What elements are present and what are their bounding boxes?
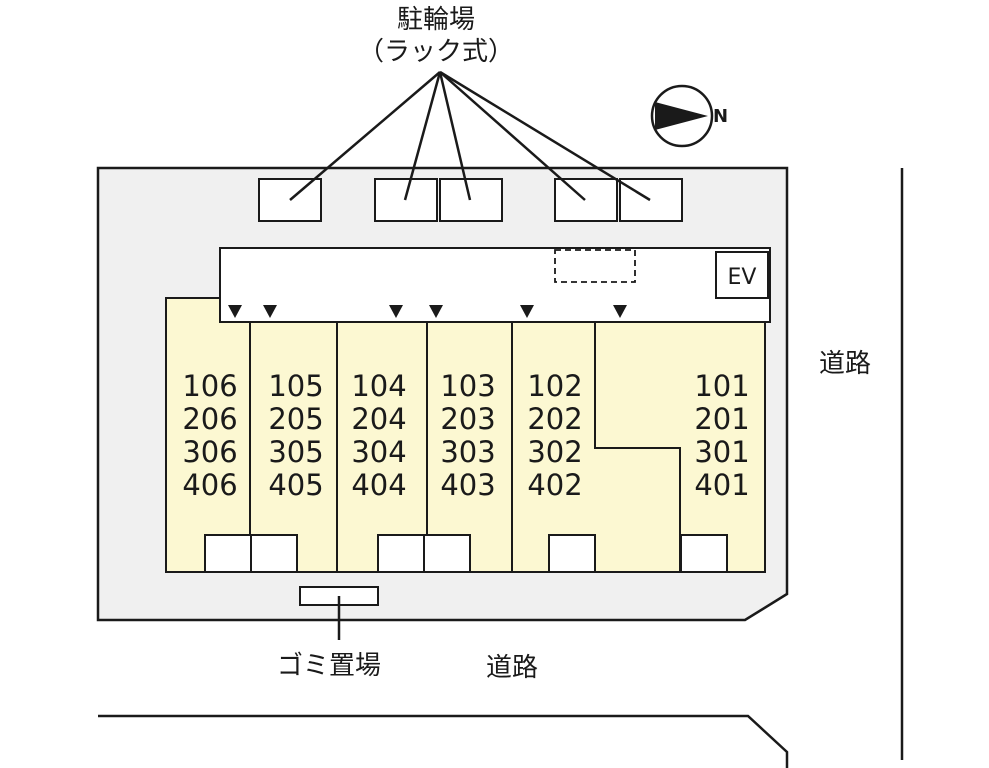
unit-number: 101 (694, 369, 749, 403)
leader-lines (289, 70, 651, 202)
unit-number: 303 (440, 435, 495, 469)
unit-number: 304 (351, 435, 406, 469)
entrance-marker (263, 305, 277, 318)
unit-column-105: 105 205 305 405 (268, 369, 323, 502)
unit-number: 305 (268, 435, 323, 469)
unit-column-103: 103 203 303 403 (440, 369, 495, 502)
unit-dividers (249, 322, 681, 572)
bicycle-rack (439, 178, 503, 222)
unit-number: 406 (182, 468, 237, 502)
bicycle-parking-label: 駐輪場 (397, 5, 475, 35)
bicycle-rack (554, 178, 618, 222)
garbage-label: ゴミ置場 (277, 651, 381, 681)
unit-number: 202 (527, 402, 582, 436)
unit-column-101: 101 201 301 401 (694, 369, 749, 502)
elevator-box (715, 251, 769, 299)
north-compass: N (650, 84, 728, 148)
bicycle-parking-type-label: （ラック式） (358, 37, 514, 67)
north-label: N (713, 106, 728, 127)
unit-number: 104 (351, 369, 406, 403)
unit-number: 404 (351, 468, 406, 502)
unit-number: 401 (694, 468, 749, 502)
unit-number: 402 (527, 468, 582, 502)
unit-number: 205 (268, 402, 323, 436)
north-arrow-icon (655, 102, 708, 130)
entrance-marker (429, 305, 443, 318)
unit-number: 206 (182, 402, 237, 436)
entrance-marker (520, 305, 534, 318)
unit-number: 301 (694, 435, 749, 469)
unit-number: 106 (182, 369, 237, 403)
unit-number: 302 (527, 435, 582, 469)
entrance-marker (613, 305, 627, 318)
entrance-marker (228, 305, 242, 318)
storage-box (423, 534, 471, 573)
unit-number: 201 (694, 402, 749, 436)
unit-column-104: 104 204 304 404 (351, 369, 406, 502)
entrance-marker (389, 305, 403, 318)
storage-box (548, 534, 596, 573)
corridor (219, 247, 771, 323)
road-bottom-edge (98, 714, 789, 768)
unit-number: 203 (440, 402, 495, 436)
road-bottom-label: 道路 (486, 653, 538, 683)
unit-number: 105 (268, 369, 323, 403)
unit-number: 403 (440, 468, 495, 502)
unit-number: 102 (527, 369, 582, 403)
unit-column-106: 106 206 306 406 (182, 369, 237, 502)
unit-number: 204 (351, 402, 406, 436)
storage-box (250, 534, 298, 573)
unit-number: 103 (440, 369, 495, 403)
road-right-label: 道路 (819, 349, 871, 379)
dashed-box (554, 249, 636, 283)
entrance-markers (228, 305, 627, 318)
unit-column-102: 102 202 302 402 (527, 369, 582, 502)
storage-boxes (204, 534, 728, 573)
storage-box (377, 534, 425, 573)
storage-box (680, 534, 728, 573)
elevator-label: EV (728, 265, 757, 290)
unit-number: 306 (182, 435, 237, 469)
bicycle-rack (619, 178, 683, 222)
unit-number: 405 (268, 468, 323, 502)
storage-box (204, 534, 252, 573)
